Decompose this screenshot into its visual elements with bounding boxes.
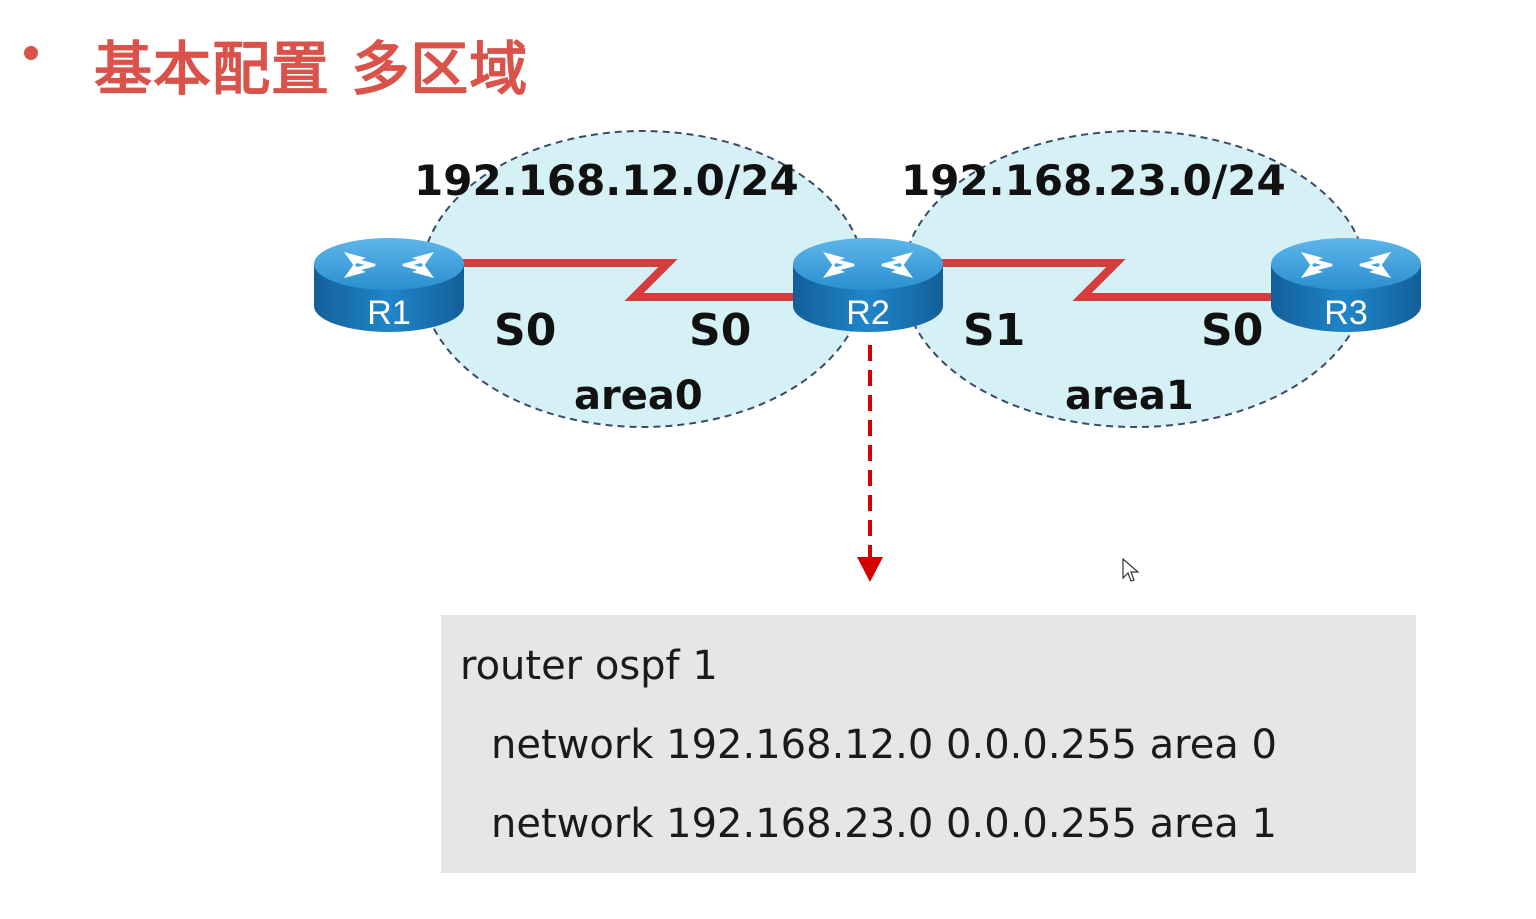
config-line-network-area0: network 192.168.12.0 0.0.0.255 area 0 xyxy=(491,722,1277,768)
network-label-23: 192.168.23.0/24 xyxy=(901,156,1286,205)
config-line-network-area1: network 192.168.23.0 0.0.0.255 area 1 xyxy=(491,801,1277,847)
mouse-pointer-icon xyxy=(1122,558,1140,582)
config-line-router-ospf: router ospf 1 xyxy=(460,643,718,689)
router-r2: R2 xyxy=(793,238,943,332)
router-r1-label: R1 xyxy=(367,294,410,332)
bullet-dot xyxy=(24,46,38,60)
arrow-head-icon xyxy=(857,557,883,582)
router-r3-label: R3 xyxy=(1324,294,1367,332)
interface-label-r3-s0: S0 xyxy=(1201,305,1263,356)
slide-title: 基本配置 多区域 xyxy=(94,35,529,103)
area1-label: area1 xyxy=(1065,373,1194,419)
serial-link-r2-r3 xyxy=(870,259,1346,301)
area0-label: area0 xyxy=(574,373,703,419)
router-r1: R1 xyxy=(314,238,464,332)
interface-label-r2-s1: S1 xyxy=(963,305,1025,356)
router-r3: R3 xyxy=(1271,238,1421,332)
config-box: router ospf 1 network 192.168.12.0 0.0.0… xyxy=(441,615,1416,873)
interface-label-r1-s0: S0 xyxy=(494,305,556,356)
network-label-12: 192.168.12.0/24 xyxy=(414,156,799,205)
interface-label-r2-s0: S0 xyxy=(689,305,751,356)
router-r2-label: R2 xyxy=(846,294,889,332)
serial-link-r1-r2 xyxy=(440,259,870,301)
